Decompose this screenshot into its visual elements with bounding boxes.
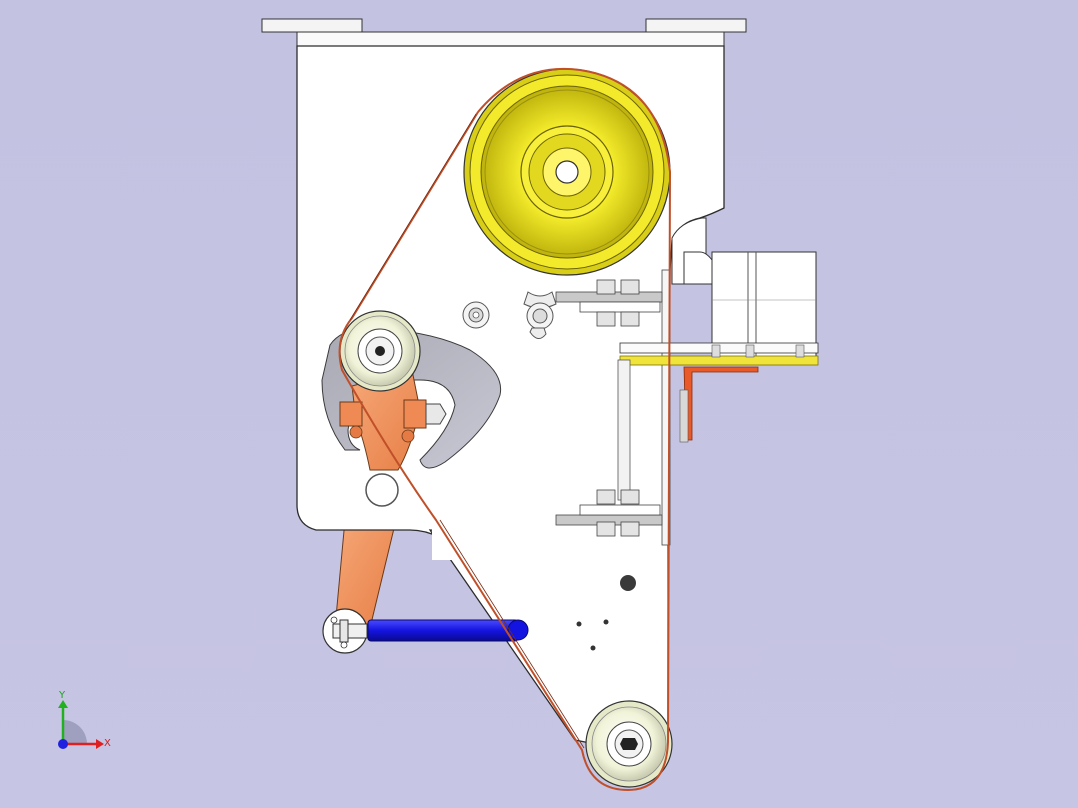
upper-idler-wheel[interactable] xyxy=(339,310,421,392)
coordinate-triad: Y X xyxy=(58,690,111,749)
triad-x-label: X xyxy=(104,738,111,749)
hex-nut-icon xyxy=(596,489,640,537)
washer-nut xyxy=(462,301,490,329)
top-flange xyxy=(261,18,747,47)
tie-rod[interactable] xyxy=(367,619,529,642)
lower-belt-guide-clamp[interactable] xyxy=(555,489,663,537)
drive-shaft-bore xyxy=(555,160,579,184)
tension-arm[interactable] xyxy=(339,369,447,471)
hex-socket-icon xyxy=(620,738,638,750)
wing-nut[interactable] xyxy=(523,291,557,339)
hex-bolt-icon xyxy=(425,403,447,425)
drive-wheel[interactable] xyxy=(463,68,671,276)
plate-hole xyxy=(365,473,399,507)
plate-small-holes xyxy=(576,575,636,651)
motor-bracket[interactable] xyxy=(619,217,819,366)
upper-belt-guide-clamp[interactable] xyxy=(555,279,663,327)
hex-nut-icon xyxy=(596,279,640,327)
rod-end-joint[interactable] xyxy=(322,608,368,654)
angle-bracket[interactable] xyxy=(617,359,759,501)
abrasive-belt[interactable] xyxy=(338,68,672,792)
triad-y-label: Y xyxy=(58,690,66,701)
lower-idler-wheel[interactable] xyxy=(585,700,673,788)
